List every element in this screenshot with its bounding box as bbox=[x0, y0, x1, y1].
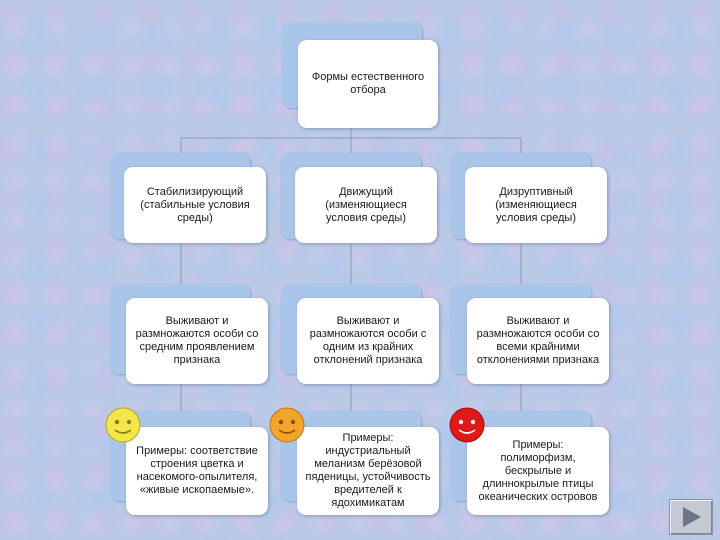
directional-examples-node: Примеры: индустриальный меланизм берёзов… bbox=[281, 411, 439, 517]
smiley-red-icon bbox=[449, 407, 485, 443]
next-slide-button[interactable] bbox=[669, 499, 713, 535]
smiley-orange-icon bbox=[269, 407, 305, 443]
play-triangle-icon bbox=[683, 507, 701, 527]
disruptive-survivors-label: Выживают и размножаются особи со всеми к… bbox=[476, 315, 600, 366]
disruptive-examples-node: Примеры: полиморфизм, бескрылые и длинно… bbox=[451, 411, 609, 517]
root-node-label: Формы естественного отбора bbox=[311, 71, 425, 96]
disruptive-type-node: Дизруптивный (изменяющиеся условия среды… bbox=[451, 153, 609, 245]
stabilizing-survivors-node: Выживают и размножаются особи со средним… bbox=[110, 284, 268, 386]
directional-survivors-node: Выживают и размножаются особи с одним из… bbox=[281, 284, 439, 386]
smiley-yellow-icon bbox=[105, 407, 141, 443]
stabilizing-type-node: Стабилизирующий (стабильные условия сред… bbox=[110, 153, 268, 245]
stabilizing-examples-label: Примеры: соответствие строения цветка и … bbox=[136, 445, 258, 496]
directional-survivors-label: Выживают и размножаются особи с одним из… bbox=[309, 315, 427, 366]
disruptive-type-label: Дизруптивный (изменяющиеся условия среды… bbox=[495, 185, 577, 224]
root-node: Формы естественного отбора bbox=[282, 22, 440, 128]
smiley-face bbox=[269, 407, 305, 443]
disruptive-examples-label: Примеры: полиморфизм, бескрылые и длинно… bbox=[478, 438, 598, 503]
stabilizing-survivors-label: Выживают и размножаются особи со средним… bbox=[135, 315, 259, 366]
directional-type-label: Движущий (изменяющиеся условия среды) bbox=[325, 185, 407, 224]
smiley-face bbox=[449, 407, 485, 443]
directional-type-node: Движущий (изменяющиеся условия среды) bbox=[281, 153, 439, 245]
smiley-face bbox=[105, 407, 141, 443]
stabilizing-type-label: Стабилизирующий (стабильные условия сред… bbox=[140, 185, 250, 224]
directional-examples-label: Примеры: индустриальный меланизм берёзов… bbox=[305, 432, 431, 509]
disruptive-survivors-node: Выживают и размножаются особи со всеми к… bbox=[451, 284, 609, 386]
